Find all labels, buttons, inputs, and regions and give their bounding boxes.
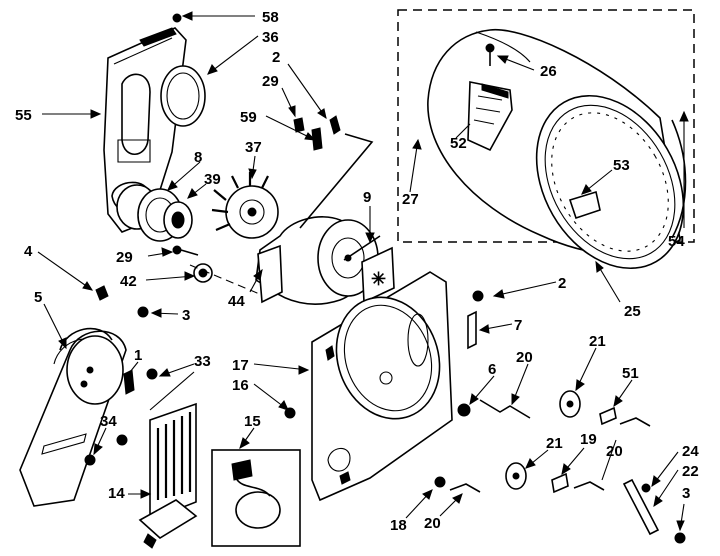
callout-21-upper: 21 xyxy=(589,333,606,350)
callout-24: 24 xyxy=(682,443,699,460)
callout-20-right: 20 xyxy=(606,443,623,460)
drum-part xyxy=(427,28,687,270)
callout-25: 25 xyxy=(624,303,641,320)
callout-15: 15 xyxy=(244,413,261,430)
callout-52: 52 xyxy=(450,135,467,152)
wire-harness-part xyxy=(231,459,281,529)
callout-17: 17 xyxy=(232,357,249,374)
callout-8: 8 xyxy=(194,149,202,166)
callout-55: 55 xyxy=(15,107,32,124)
callout-53: 53 xyxy=(613,157,630,174)
blower-wheel-part xyxy=(211,172,279,239)
label-plate-part: ✳ xyxy=(361,246,395,304)
callout-29-upper: 29 xyxy=(262,73,279,90)
callout-20-upper: 20 xyxy=(516,349,533,366)
callout-labels: 58 36 2 29 55 59 37 8 39 9 26 52 27 53 5… xyxy=(15,9,699,534)
idler-parts xyxy=(95,245,263,318)
callout-7: 7 xyxy=(514,317,522,334)
callout-16: 16 xyxy=(232,377,249,394)
callout-21-lower: 21 xyxy=(546,435,563,452)
callout-1: 1 xyxy=(134,347,142,364)
svg-text:✳: ✳ xyxy=(371,269,386,289)
callout-27: 27 xyxy=(402,191,419,208)
callout-37: 37 xyxy=(245,139,262,156)
callout-44: 44 xyxy=(228,293,245,310)
callout-18: 18 xyxy=(390,517,407,534)
callout-6: 6 xyxy=(488,361,496,378)
heater-part xyxy=(138,402,198,549)
callout-42: 42 xyxy=(120,273,137,290)
callout-14: 14 xyxy=(108,485,125,502)
front-bulkhead-part xyxy=(284,271,453,502)
callout-3-upper: 3 xyxy=(182,307,190,324)
callout-4: 4 xyxy=(24,243,33,260)
callout-5: 5 xyxy=(34,289,42,306)
callout-58: 58 xyxy=(262,9,279,26)
callout-26: 26 xyxy=(540,63,557,80)
roller-assembly-parts xyxy=(434,290,686,544)
leader-lines xyxy=(37,11,689,532)
callout-34: 34 xyxy=(100,413,117,430)
callout-59: 59 xyxy=(240,109,257,126)
callout-20-lower: 20 xyxy=(424,515,441,532)
seal-ring-part xyxy=(160,65,206,127)
rear-bearing-parts xyxy=(116,184,193,242)
callout-3-lower: 3 xyxy=(682,485,690,502)
callout-9: 9 xyxy=(363,189,371,206)
front-panel-part xyxy=(19,327,127,507)
callout-54: 54 xyxy=(668,233,685,250)
callout-39: 39 xyxy=(204,171,221,188)
fastener-parts xyxy=(84,368,158,466)
harness-box xyxy=(211,449,301,547)
callout-33: 33 xyxy=(194,353,211,370)
callout-2-lower: 2 xyxy=(558,275,566,292)
callout-51: 51 xyxy=(622,365,639,382)
callout-36: 36 xyxy=(262,29,279,46)
callout-2-upper: 2 xyxy=(272,49,280,66)
drum-assembly-dashed-frame xyxy=(397,9,695,243)
callout-29-lower: 29 xyxy=(116,249,133,266)
callout-19: 19 xyxy=(580,431,597,448)
callout-22: 22 xyxy=(682,463,699,480)
